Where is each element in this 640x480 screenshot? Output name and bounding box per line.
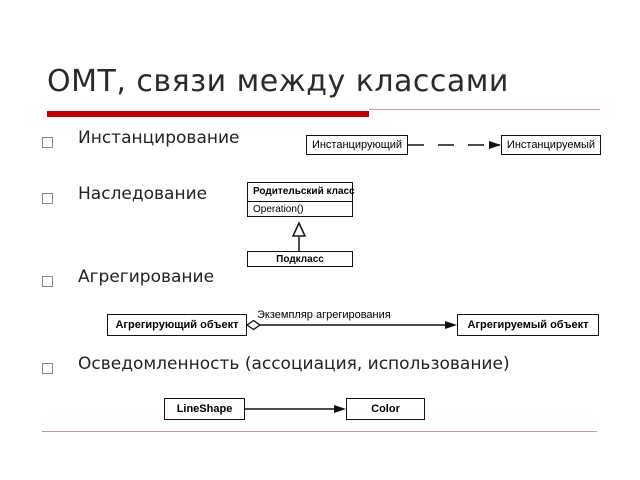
bullet-marker bbox=[42, 137, 53, 148]
bullet-marker bbox=[42, 363, 53, 374]
acquaintance-arrowhead-icon bbox=[334, 405, 346, 413]
parent-class-name: Родительский класс bbox=[248, 183, 355, 202]
bullet-marker bbox=[42, 193, 53, 204]
title-underline bbox=[47, 111, 369, 117]
aggregated-object-box: Агрегируемый объект bbox=[457, 314, 599, 336]
subclass-box: Подкласс bbox=[247, 251, 353, 267]
bottom-divider bbox=[42, 431, 597, 432]
aggregation-instance-label: Экземпляр агрегирования bbox=[257, 309, 391, 321]
instantiated-class-box: Инстанцируемый bbox=[501, 135, 601, 155]
bullet-acquaintance: Осведомленность (ассоциация, использован… bbox=[78, 354, 510, 374]
aggregator-object-box: Агрегирующий объект bbox=[107, 314, 247, 336]
parent-class-box: Родительский класс Operation() bbox=[247, 182, 355, 217]
aggregation-diamond-icon bbox=[245, 319, 262, 331]
slide-title: OMT, связи между классами bbox=[47, 64, 509, 99]
color-class-box: Color bbox=[346, 398, 425, 420]
instantiation-arrowhead-icon bbox=[489, 141, 501, 149]
bullet-marker bbox=[42, 276, 53, 287]
aggregation-arrowhead-icon bbox=[445, 321, 457, 329]
title-divider bbox=[369, 109, 600, 110]
inheritance-triangle-icon bbox=[291, 221, 307, 237]
bullet-aggregation: Агрегирование bbox=[78, 267, 215, 287]
bullet-inheritance: Наследование bbox=[78, 184, 208, 204]
parent-class-operation: Operation() bbox=[253, 204, 304, 215]
lineshape-class-box: LineShape bbox=[164, 398, 245, 420]
instantiating-class-box: Инстанцирующий bbox=[306, 135, 408, 155]
bullet-instantiation: Инстанцирование bbox=[78, 128, 240, 148]
